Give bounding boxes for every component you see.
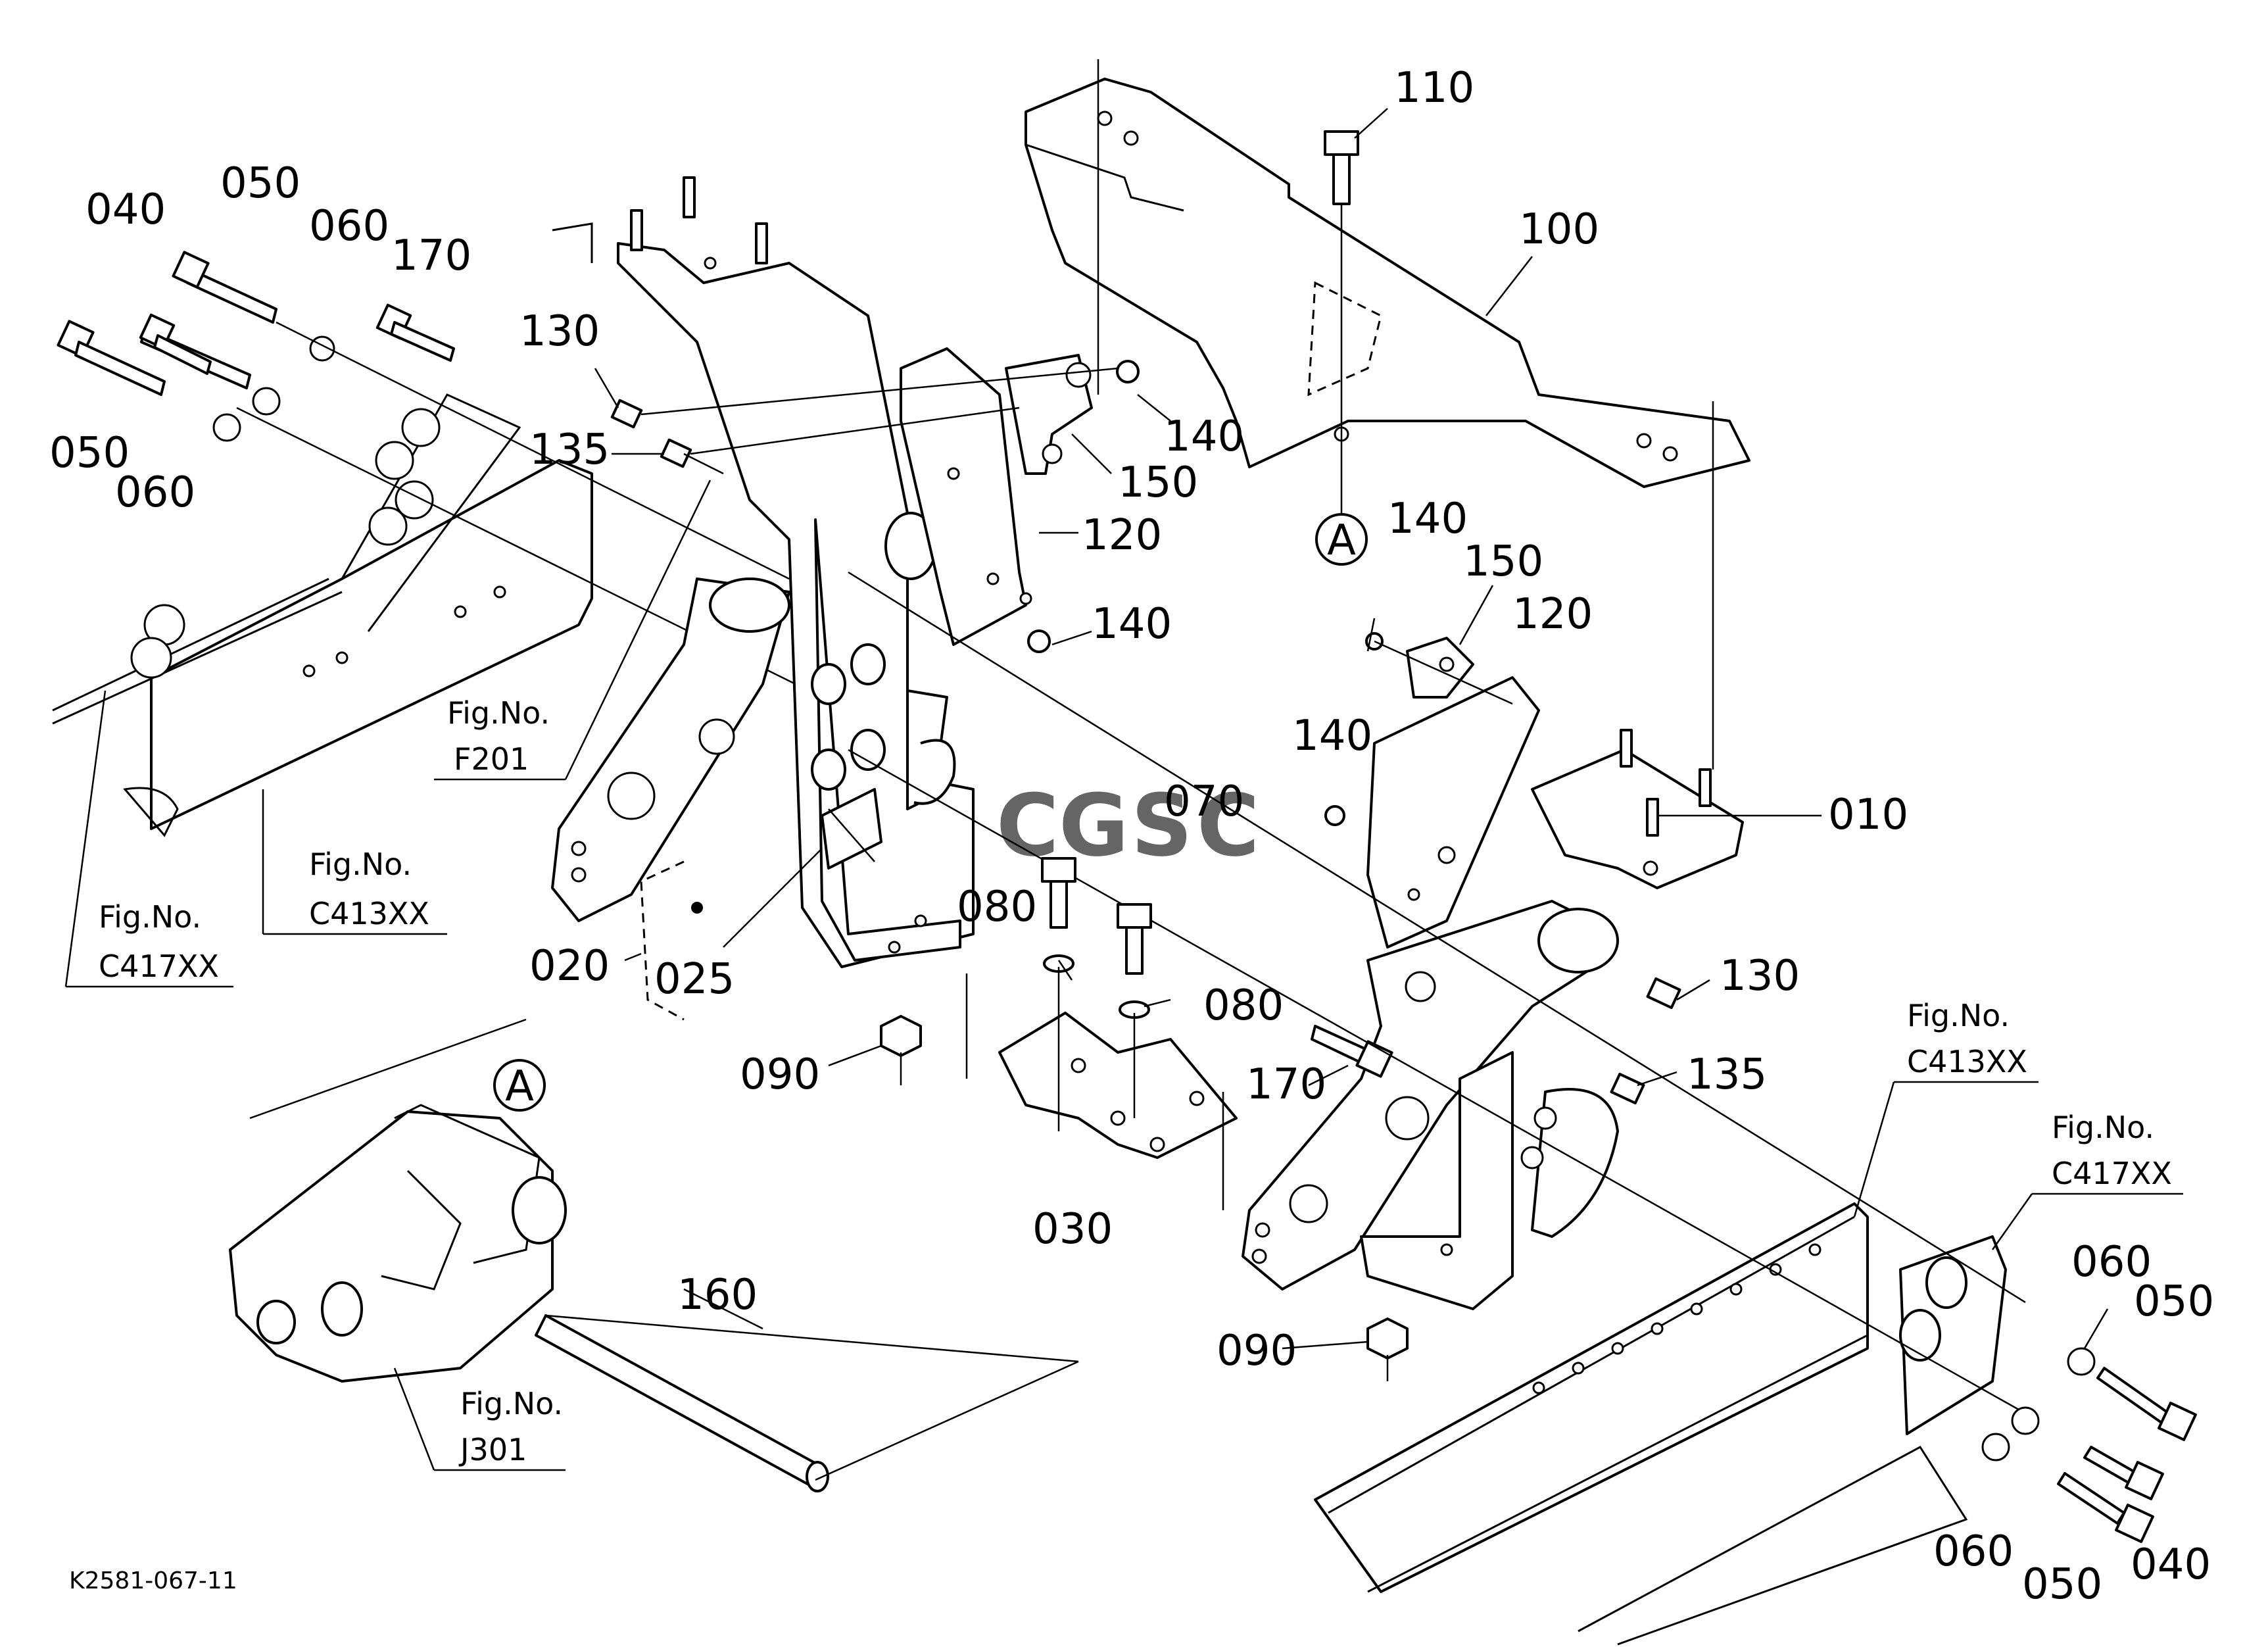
callout-050-right-bottom: 050: [2022, 1560, 2102, 1609]
callout-090-right: 090: [1217, 1327, 1297, 1375]
fig-ref-c413-left: Fig.No. C413XX: [262, 789, 447, 935]
callout-160: 160: [677, 1271, 758, 1319]
svg-text:J301: J301: [458, 1432, 527, 1467]
callout-140-right-mid: 140: [1292, 712, 1372, 760]
callout-080-left: 080: [957, 883, 1037, 931]
svg-text:Fig.No.: Fig.No.: [1907, 998, 2010, 1033]
callout-100: 100: [1519, 205, 1599, 254]
svg-text:C413XX: C413XX: [1907, 1044, 2027, 1079]
callout-120-right: 120: [1512, 590, 1593, 639]
svg-text:Fig.No.: Fig.No.: [460, 1386, 563, 1421]
callout-070: 070: [1164, 777, 1244, 826]
svg-text:A: A: [1327, 516, 1356, 565]
callout-050-right-top: 050: [2134, 1277, 2214, 1326]
callout-060-left-bottom: 060: [115, 468, 195, 517]
callout-050-left-top: 050: [220, 159, 301, 208]
callout-130-top: 130: [519, 307, 600, 356]
callout-120-top: 120: [1082, 511, 1162, 560]
callout-040-right: 040: [2131, 1540, 2211, 1589]
svg-text:A: A: [505, 1062, 534, 1111]
section-marker-a-bottom: A: [493, 1059, 546, 1112]
callout-140-mid: 140: [1092, 600, 1172, 649]
callout-170-left: 170: [391, 232, 471, 280]
svg-text:C413XX: C413XX: [309, 896, 429, 931]
svg-text:Fig.No.: Fig.No.: [447, 695, 550, 731]
svg-text:Fig.No.: Fig.No.: [99, 899, 201, 935]
callout-130-right: 130: [1720, 952, 1800, 1000]
right-bolt-group: [1981, 1347, 2197, 1543]
top-plate-100: [1025, 59, 1750, 488]
plate-030: [880, 857, 1409, 1381]
leader-lines: [594, 108, 2109, 1350]
callout-080-right: 080: [1203, 981, 1284, 1030]
watermark-letter-4: C: [1197, 775, 1259, 875]
right-frame-rail: [848, 571, 2039, 1646]
callout-010: 010: [1828, 791, 1908, 839]
callout-170-right: 170: [1246, 1060, 1326, 1109]
svg-text:Fig.No.: Fig.No.: [309, 847, 412, 882]
callout-140-right-top: 140: [1387, 495, 1468, 543]
fig-ref-c413-right: Fig.No. C413XX: [1853, 998, 2039, 1217]
left-bolt-group: [57, 251, 809, 692]
svg-text:F201: F201: [454, 741, 529, 777]
left-frame-rail: [52, 393, 593, 837]
callout-110: 110: [1394, 64, 1474, 112]
bracket-120-top: [610, 347, 1140, 653]
callout-040-left: 040: [85, 185, 166, 234]
callout-labels: 110 100 130 135 140 150 120 140 A 140 15…: [49, 64, 2214, 1609]
callout-090-left: 090: [740, 1050, 820, 1099]
figure-references: Fig.No. F201 Fig.No. C413XX Fig.No. C417…: [64, 479, 2183, 1471]
callout-020: 020: [529, 942, 610, 991]
svg-text:Fig.No.: Fig.No.: [2052, 1110, 2154, 1145]
fig-ref-f201: Fig.No. F201: [434, 479, 712, 781]
center-bracket: [551, 176, 975, 1021]
callout-060-right-bottom: 060: [1933, 1527, 2014, 1576]
callout-140-top: 140: [1164, 412, 1244, 461]
section-marker-a-top: A: [1315, 513, 1368, 566]
right-bracket-010: [1242, 401, 1744, 1310]
housing-j301: [229, 1018, 1079, 1492]
fig-ref-c417-left: Fig.No. C417XX: [64, 690, 233, 988]
callout-050-left-bottom: 050: [49, 429, 130, 478]
bolt-110: [1324, 130, 1359, 513]
callout-135-top: 135: [529, 426, 610, 474]
callout-060-left-top: 060: [309, 202, 389, 251]
callout-150-right: 150: [1463, 537, 1543, 586]
callout-060-right-top: 060: [2071, 1238, 2152, 1287]
svg-text:C417XX: C417XX: [2052, 1156, 2172, 1191]
fig-ref-c417-right: Fig.No. C417XX: [1991, 1110, 2183, 1250]
watermark-letter-3: S: [1131, 775, 1193, 875]
callout-150-top: 150: [1118, 458, 1198, 507]
callout-025: 025: [654, 955, 735, 1004]
fig-ref-j301: Fig.No. J301: [393, 1367, 566, 1471]
callout-030: 030: [1032, 1205, 1113, 1254]
svg-text:C417XX: C417XX: [99, 948, 219, 984]
watermark-logo: C G S C: [996, 775, 1259, 875]
drawing-reference: K2581-067-11: [69, 1567, 237, 1594]
callout-135-right: 135: [1687, 1050, 1767, 1099]
